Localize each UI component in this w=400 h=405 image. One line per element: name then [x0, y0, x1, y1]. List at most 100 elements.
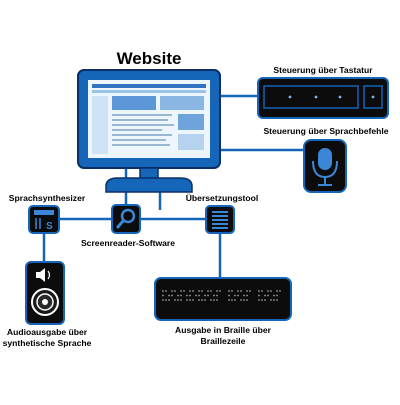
- braille-dot: [171, 290, 173, 292]
- braille-dot: [192, 299, 194, 301]
- label-braille-line1: Ausgabe in Braille über: [175, 325, 272, 335]
- braille-dot: [216, 290, 218, 292]
- keyboard-side-key: [363, 85, 383, 109]
- braille-dot: [213, 299, 215, 301]
- braille-dot: [234, 294, 236, 297]
- braille-dot: [204, 299, 206, 301]
- braille-dot: [249, 290, 251, 292]
- braille-dot: [177, 294, 179, 297]
- label-synthesizer: Sprachsynthesizer: [9, 193, 86, 203]
- braille-dot: [174, 290, 176, 292]
- braille-dot: [246, 290, 248, 292]
- braille-dot: [195, 294, 197, 297]
- keyboard-panel: [263, 85, 359, 109]
- label-audio-line2: synthetische Sprache: [3, 338, 92, 348]
- magnifier-handle: [115, 220, 125, 229]
- translator-icon: [205, 205, 235, 234]
- braille-dot: [189, 299, 191, 301]
- braille-dot: [210, 299, 212, 301]
- braille-dot: [198, 299, 200, 301]
- braille-dot: [168, 299, 170, 301]
- braille-dot: [243, 299, 245, 301]
- braille-dot: [207, 290, 209, 292]
- magnifier-lens: [120, 208, 136, 224]
- braille-dot: [162, 299, 164, 301]
- microphone-head: [318, 148, 332, 170]
- braille-dot: [162, 290, 164, 292]
- label-braille-line2: Braillezeile: [201, 336, 246, 346]
- keyboard-led-3: [338, 95, 342, 99]
- speaker-symbol: [36, 268, 45, 282]
- braille-dot: [276, 294, 278, 297]
- keyboard-led-4: [371, 95, 375, 99]
- braille-dot: [261, 290, 263, 292]
- braille-dot: [228, 294, 230, 297]
- braille-dot: [198, 294, 200, 297]
- braille-dot: [243, 294, 245, 297]
- diagram-title: Website: [117, 49, 182, 68]
- synthesizer-s-glyph: S: [46, 221, 53, 232]
- braille-dot: [264, 299, 266, 301]
- braille-dot: [258, 290, 260, 292]
- braille-dot: [216, 294, 218, 297]
- translator-lines: [212, 211, 228, 229]
- keyboard-led-1: [288, 95, 292, 99]
- website-image-thumb-2: [178, 134, 204, 150]
- keyboard-led-2: [314, 95, 318, 99]
- braille-dot: [174, 299, 176, 301]
- braille-dot: [231, 299, 233, 301]
- website-image-thumb-1: [178, 114, 204, 130]
- braille-dot: [162, 294, 164, 297]
- braille-dot: [258, 299, 260, 301]
- braille-display-icon: [154, 277, 292, 321]
- braille-dot: [267, 294, 269, 297]
- braille-dot: [165, 299, 167, 301]
- magnifier-icon: [111, 204, 141, 234]
- braille-dot: [228, 290, 230, 292]
- braille-dot: [261, 299, 263, 301]
- website-content-block-1: [112, 96, 156, 110]
- braille-dot: [270, 299, 272, 301]
- braille-dot: [276, 290, 278, 292]
- speaker-icon: [25, 261, 65, 325]
- braille-dot: [201, 299, 203, 301]
- braille-dot: [189, 290, 191, 292]
- braille-dot: [207, 294, 209, 297]
- speech-synthesizer-icon: S: [28, 205, 60, 234]
- braille-dot: [270, 290, 272, 292]
- braille-dot: [177, 299, 179, 301]
- braille-dot: [201, 290, 203, 292]
- braille-dot: [213, 294, 215, 297]
- label-keyboard: Steuerung über Tastatur: [273, 65, 373, 75]
- braille-dot: [237, 290, 239, 292]
- keyboard-body: [257, 77, 389, 119]
- monitor-icon: [77, 69, 221, 193]
- braille-dot: [165, 290, 167, 292]
- braille-dot: [234, 299, 236, 301]
- braille-dot: [198, 290, 200, 292]
- label-translator: Übersetzungstool: [186, 193, 259, 203]
- synthesizer-display: [34, 210, 54, 215]
- braille-dot: [180, 299, 182, 301]
- braille-dot: [183, 290, 185, 292]
- braille-dot: [228, 299, 230, 301]
- braille-dot: [246, 299, 248, 301]
- braille-dot: [279, 290, 281, 292]
- braille-dot: [216, 299, 218, 301]
- braille-dot: [276, 299, 278, 301]
- braille-dot: [231, 290, 233, 292]
- braille-dot: [219, 290, 221, 292]
- braille-dot: [204, 294, 206, 297]
- website-content-block-2: [160, 96, 204, 110]
- braille-dot: [246, 294, 248, 297]
- braille-dot: [273, 299, 275, 301]
- braille-dot: [186, 294, 188, 297]
- keyboard-icon: [257, 77, 389, 119]
- braille-dot: [171, 294, 173, 297]
- braille-dot: [210, 290, 212, 292]
- braille-dot: [237, 294, 239, 297]
- braille-dot: [186, 299, 188, 301]
- synthesizer-sliders: [35, 218, 41, 229]
